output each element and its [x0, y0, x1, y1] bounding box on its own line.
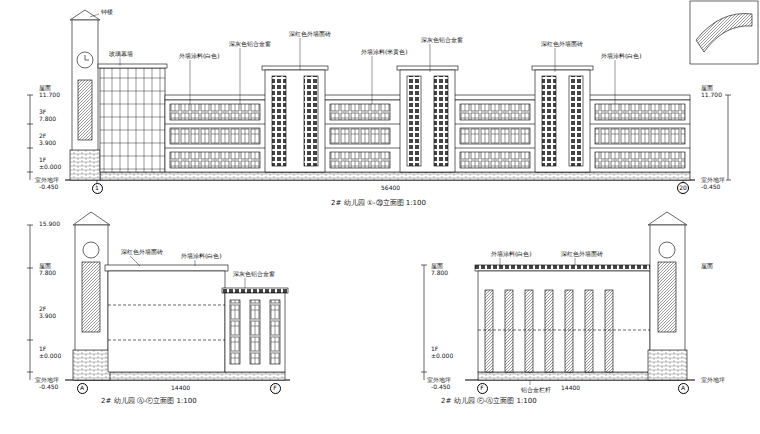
annotation-text: 屋面 [700, 262, 714, 269]
annotation-text: 深红色外墙面砖 [540, 40, 584, 47]
annotation-text: 56400 [380, 184, 401, 191]
annotation-text: ±0.000 [38, 352, 62, 359]
annotation-text: 外墙涂料(白色) [178, 52, 221, 59]
annotation-text: 7.800 [38, 269, 57, 276]
annotation-text: 外墙涂料(米黄色) [360, 48, 409, 55]
annotation-text: 室外地坪 [700, 376, 726, 383]
annotation-text: 外墙涂料(白色) [180, 252, 223, 259]
axis-number: A [681, 385, 685, 391]
axis-number: F [480, 385, 483, 391]
annotation-text: 深灰色铝合金窗 [420, 36, 464, 43]
annotation-text: 3F [38, 108, 47, 115]
annotation-text: 11.700 [38, 91, 61, 98]
annotation-text: 深灰色铝合金窗 [232, 270, 276, 277]
annotation-text: 外墙涂料(白色) [600, 52, 643, 59]
drawing-caption: 2# 幼儿园 ①-⑳立面图 1:100 [330, 199, 427, 208]
annotation-text: 钟楼 [100, 8, 114, 15]
annotation-text: 15.900 [38, 220, 61, 227]
annotation-text: 3.900 [38, 139, 57, 146]
annotation-text: 深红色外墙面砖 [120, 248, 164, 255]
annotation-text: 深灰色铝合金窗 [228, 40, 272, 47]
annotation-text: 外墙涂料(白色) [490, 250, 533, 257]
annotation-text: 室外地坪 [34, 176, 60, 183]
annotation-text: 屋面 [430, 262, 444, 269]
annotation-text: 1F [38, 156, 47, 163]
annotation-text: 室外地坪 [34, 376, 60, 383]
annotation-text: 2F [38, 305, 47, 312]
axis-number: 20 [679, 185, 687, 191]
annotation-text: 1F [430, 345, 439, 352]
annotation-text: 室外地坪 [700, 176, 726, 183]
axis-number: F [273, 385, 276, 391]
annotation-text: 1F [38, 345, 47, 352]
annotation-text: 屋面 [38, 262, 52, 269]
annotation-text: -0.450 [38, 383, 59, 390]
annotation-text: ±0.000 [38, 163, 62, 170]
annotation-text: 室外地坪 [426, 376, 452, 383]
annotation-text: -0.450 [430, 383, 451, 390]
axis-bubble: F [477, 383, 488, 394]
annotation-text: 11.700 [700, 91, 723, 98]
annotation-text: 玻璃幕墙 [108, 50, 134, 57]
annotation-text: 深红色外墙面砖 [288, 30, 332, 37]
annotation-text: 7.800 [430, 269, 449, 276]
annotation-text: 深红色外墙面砖 [560, 250, 604, 257]
axis-number: A [80, 385, 84, 391]
annotation-text: 14400 [170, 384, 191, 391]
axis-bubble: A [77, 383, 88, 394]
annotation-text: ±0.000 [430, 352, 454, 359]
axis-number: 1 [95, 185, 99, 191]
annotation-text: 屋面 [38, 84, 52, 91]
axis-bubble: 20 [677, 182, 690, 195]
axis-bubble: 1 [92, 183, 103, 194]
annotation-text: 2F [38, 132, 47, 139]
axis-bubble: A [678, 383, 689, 394]
annotation-text: 3.900 [38, 312, 57, 319]
drawing-caption: 2# 幼儿园 Ⓐ-Ⓕ立面图 1:100 [100, 397, 198, 406]
annotation-text: 7.800 [38, 115, 57, 122]
annotation-text: 14400 [560, 384, 581, 391]
axis-bubble: F [270, 383, 281, 394]
annotation-text: 铝合金栏杆 [520, 386, 552, 393]
annotation-text: -0.450 [700, 183, 721, 190]
annotation-text: 屋面 [700, 84, 714, 91]
drawing-caption: 2# 幼儿园 Ⓕ-Ⓐ立面图 1:100 [440, 397, 538, 406]
annotation-text: -0.450 [38, 183, 59, 190]
